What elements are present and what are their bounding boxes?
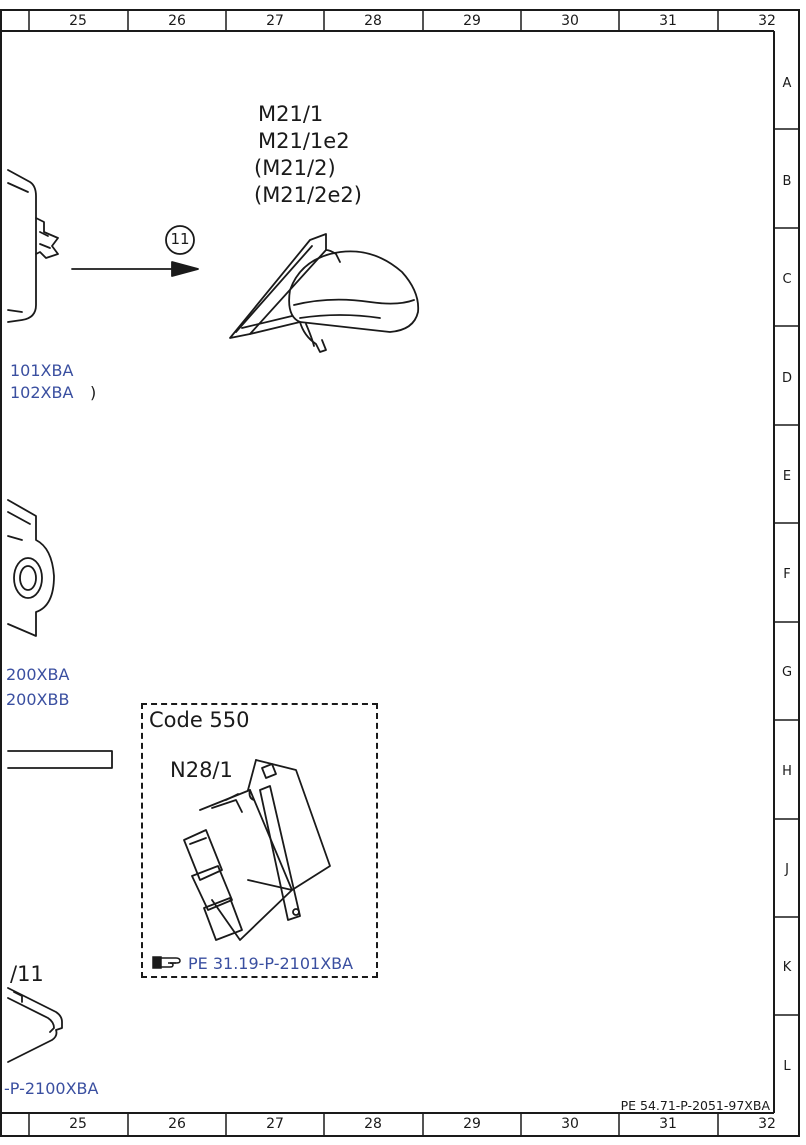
- row-letter: J: [785, 862, 789, 877]
- column-number: 28: [364, 13, 382, 29]
- mirror-label: M21/1e2: [258, 129, 350, 153]
- column-number: 30: [561, 1116, 579, 1132]
- document-id: PE 54.71-P-2051-97XBA: [620, 1098, 770, 1113]
- column-number: 28: [364, 1116, 382, 1132]
- column-number: 31: [659, 1116, 677, 1132]
- row-letter: A: [782, 76, 792, 91]
- column-number: 29: [463, 1116, 481, 1132]
- partial-component-round: [7, 499, 55, 637]
- column-number: 26: [168, 13, 186, 29]
- component-label: /11: [10, 962, 44, 986]
- row-letter: D: [781, 371, 792, 386]
- column-number: 29: [463, 13, 481, 29]
- side-mirror-drawing: [229, 233, 420, 353]
- column-number: 31: [659, 13, 677, 29]
- row-letter: H: [782, 764, 792, 779]
- column-number: 32: [758, 13, 776, 29]
- row-letter: L: [783, 1059, 791, 1074]
- reference-link[interactable]: -P-2100XBA: [4, 1079, 99, 1098]
- column-number: 32: [758, 1116, 776, 1132]
- reference-link[interactable]: 102XBA: [10, 383, 74, 402]
- code-box-title: Code 550: [149, 708, 250, 732]
- column-number: 25: [69, 1116, 87, 1132]
- row-letter: F: [783, 567, 791, 582]
- column-number: 27: [266, 13, 284, 29]
- column-number: 27: [266, 1116, 284, 1132]
- row-letter: G: [781, 665, 793, 680]
- row-letter: C: [782, 272, 792, 287]
- mirror-label: (M21/2): [254, 156, 336, 180]
- column-number: 25: [69, 13, 87, 29]
- row-letter: B: [782, 174, 792, 189]
- callout-number: 11: [170, 230, 190, 248]
- partial-component-top: [7, 169, 59, 323]
- control-module-drawing: [183, 759, 331, 941]
- mirror-label: (M21/2e2): [254, 183, 362, 207]
- reference-link[interactable]: PE 31.19-P-2101XBA: [188, 954, 354, 973]
- partial-bar: [7, 750, 113, 769]
- row-letter: K: [782, 960, 792, 975]
- component-label-n28-1: N28/1: [170, 758, 233, 782]
- partial-bracket: [7, 987, 63, 1063]
- row-letter: E: [782, 469, 792, 484]
- callout-circle: [165, 225, 195, 255]
- bracket-close: ): [90, 383, 97, 402]
- column-number: 26: [168, 1116, 186, 1132]
- reference-link[interactable]: 200XBA: [6, 665, 70, 684]
- reference-link[interactable]: 101XBA: [10, 361, 74, 380]
- hand-pointer-icon: [152, 956, 181, 969]
- mirror-label: M21/1: [258, 102, 324, 126]
- code-550-box: [141, 703, 378, 978]
- column-number: 30: [561, 13, 579, 29]
- reference-link[interactable]: 200XBB: [6, 690, 70, 709]
